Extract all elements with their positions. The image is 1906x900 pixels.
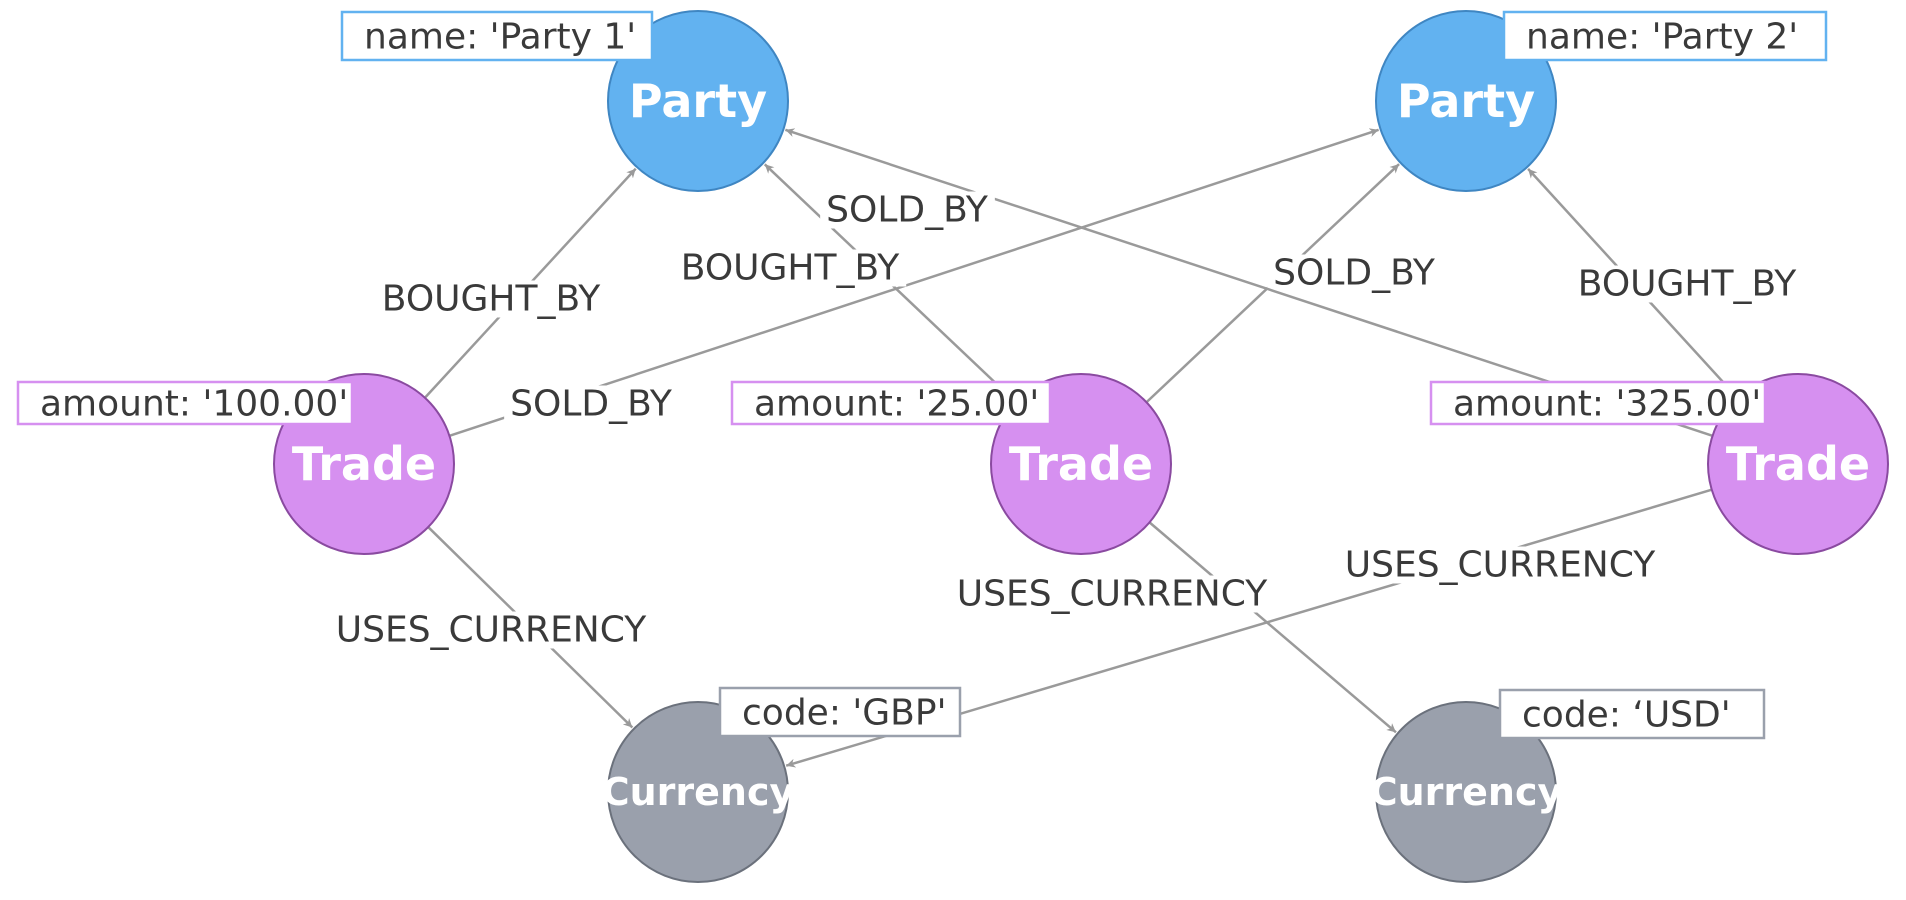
edge-label-background <box>329 611 654 649</box>
party-node-label: Party <box>629 74 767 128</box>
property-box-border <box>16 380 354 426</box>
edge-uses-currency-trade2-to-usd <box>1148 521 1397 734</box>
edge-label-background <box>504 385 679 423</box>
edge-sold-by-trade1-to-party2 <box>449 128 1380 438</box>
node-currency-gbp[interactable]: Currency <box>602 701 795 883</box>
property-text: code: 'GBP' <box>742 693 947 734</box>
property-box-border <box>340 10 654 62</box>
property-text: name: 'Party 1' <box>364 17 636 58</box>
property-box-border <box>1429 380 1767 426</box>
property-box-gbp: code: 'GBP' <box>718 686 962 738</box>
edges-layer: BOUGHT_BY SOLD_BY USES_CURRENCY BOUGHT_BY SO… <box>329 128 1804 768</box>
property-box-border <box>718 686 962 738</box>
currency-node-label: Currency <box>1370 770 1563 814</box>
properties-layer: name: 'Party 1' name: 'Party 2' amount: '1… <box>16 10 1828 740</box>
currency-node-circle[interactable] <box>607 701 789 883</box>
property-box-border <box>1498 688 1766 740</box>
edge-label-sold-by: SOLD_BY <box>1273 253 1436 294</box>
trade-node-label: Trade <box>1009 437 1153 491</box>
property-text: code: ‘USD' <box>1522 695 1731 736</box>
edge-label-background <box>1267 254 1442 292</box>
property-box-border <box>730 380 1052 426</box>
property-box-party2: name: 'Party 2' <box>1502 10 1828 62</box>
edge-label-uses-currency: USES_CURRENCY <box>336 610 647 651</box>
property-box-border <box>1502 10 1828 62</box>
edge-label-background <box>375 280 608 318</box>
node-currency-usd[interactable]: Currency <box>1370 701 1563 883</box>
trade-node-label: Trade <box>292 437 436 491</box>
edge-label-background <box>820 191 995 229</box>
property-box-trade2: amount: '25.00' <box>730 380 1052 426</box>
edge-label-sold-by: SOLD_BY <box>510 384 673 425</box>
edge-label-sold-by: SOLD_BY <box>826 190 989 231</box>
currency-node-label: Currency <box>602 770 795 814</box>
edge-label-uses-currency: USES_CURRENCY <box>1345 545 1656 586</box>
party-node-label: Party <box>1397 74 1535 128</box>
edge-label-background <box>1571 265 1804 303</box>
edge-label-bought-by: BOUGHT_BY <box>1578 264 1797 305</box>
trade-node-label: Trade <box>1726 437 1870 491</box>
property-box-trade3: amount: '325.00' <box>1429 380 1767 426</box>
property-box-usd: code: ‘USD' <box>1498 688 1766 740</box>
property-text: amount: '100.00' <box>40 384 348 425</box>
currency-node-circle[interactable] <box>1375 701 1557 883</box>
property-text: amount: '325.00' <box>1453 384 1761 425</box>
edge-label-background <box>1338 546 1663 584</box>
edge-label-background <box>674 249 907 287</box>
edge-label-bought-by: BOUGHT_BY <box>382 279 601 320</box>
property-text: amount: '25.00' <box>754 384 1039 425</box>
property-text: name: 'Party 2' <box>1526 17 1798 58</box>
edge-label-bought-by: BOUGHT_BY <box>681 248 900 289</box>
edge-label-uses-currency: USES_CURRENCY <box>957 574 1268 615</box>
property-box-party1: name: 'Party 1' <box>340 10 654 62</box>
edge-label-background <box>950 575 1275 613</box>
property-box-trade1: amount: '100.00' <box>16 380 354 426</box>
